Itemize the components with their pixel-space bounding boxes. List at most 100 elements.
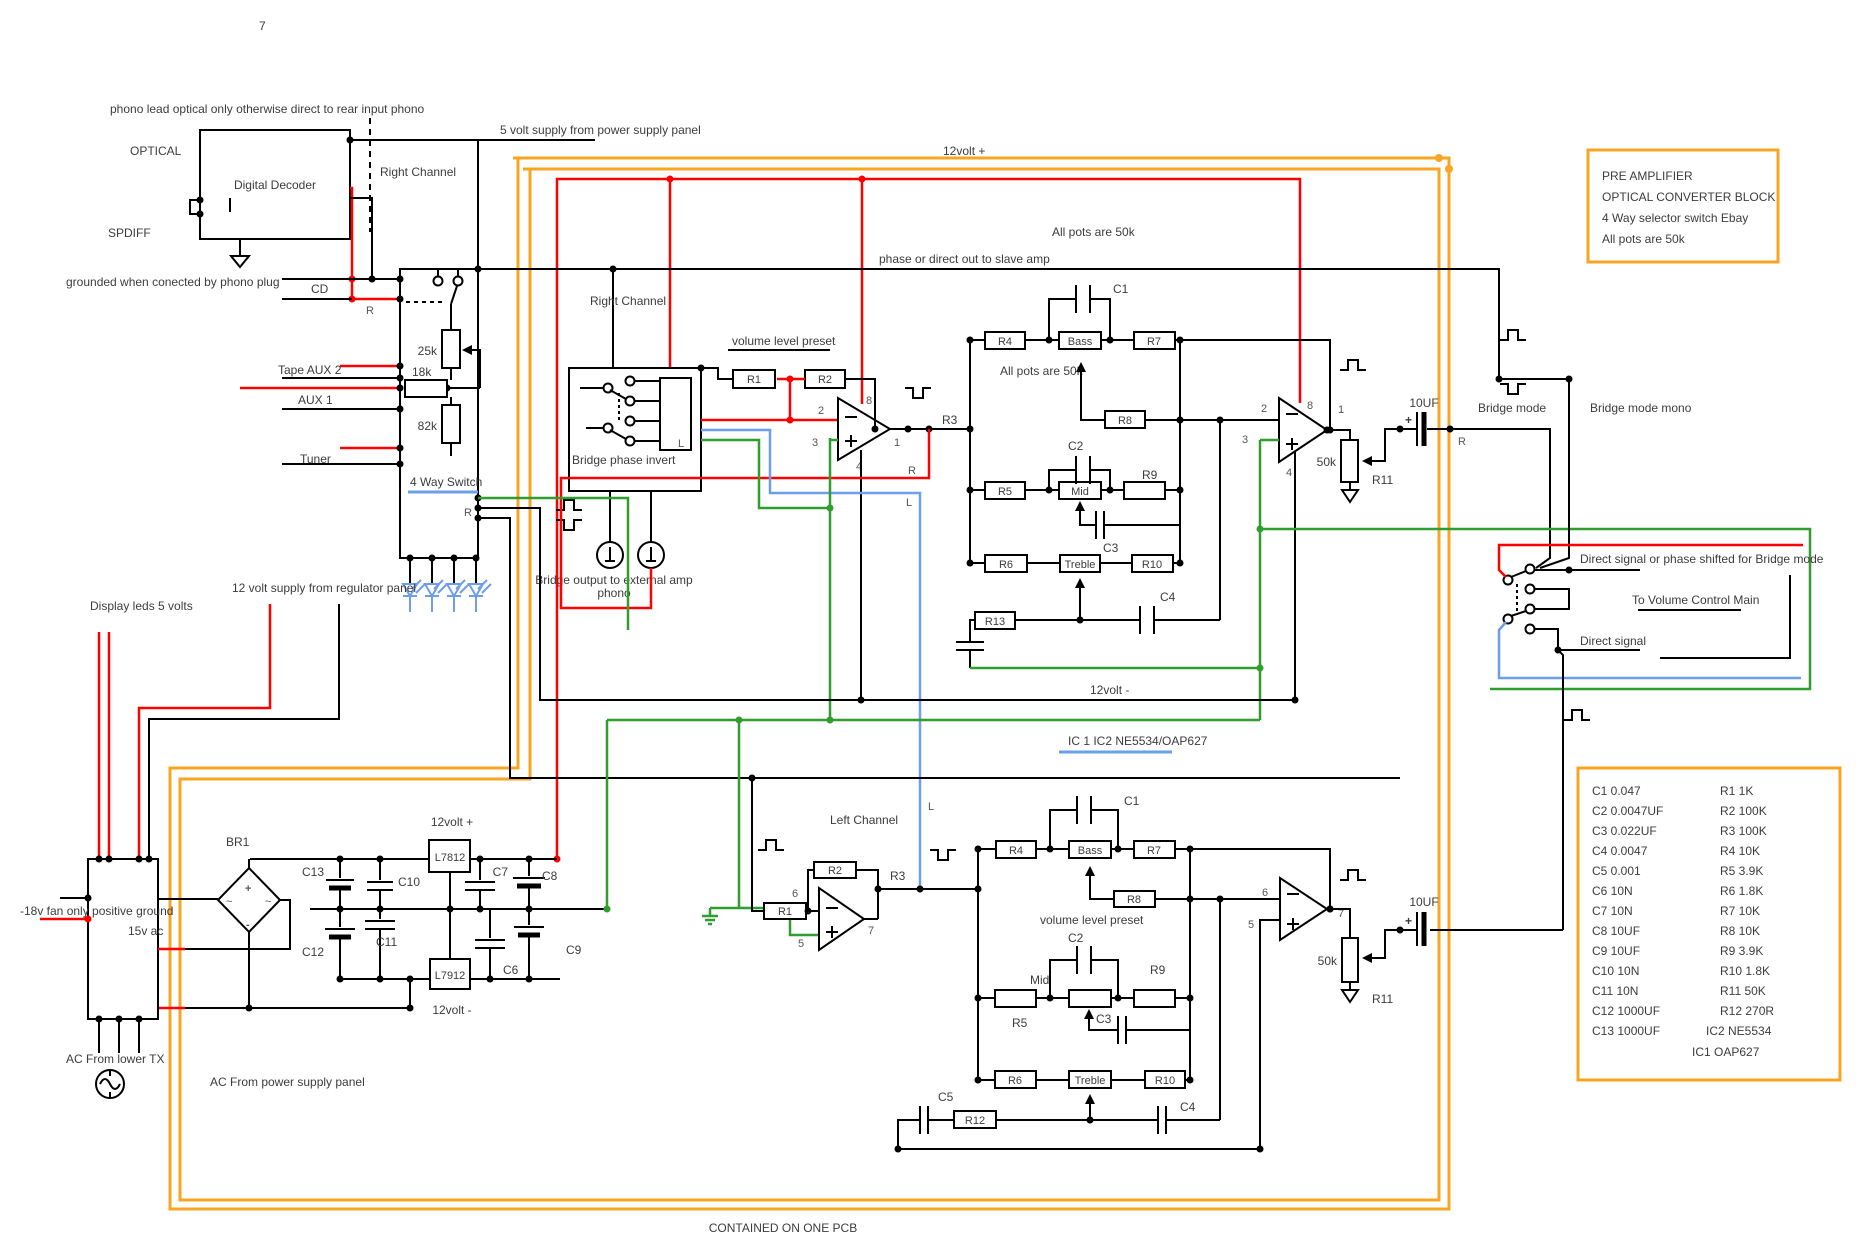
svg-text:4: 4 (856, 461, 862, 473)
svg-text:R7 10K: R7 10K (1720, 904, 1760, 918)
ac-connector-box (87, 858, 159, 1020)
svg-text:Bass: Bass (1068, 336, 1093, 348)
svg-text:R1: R1 (778, 906, 792, 918)
display-led (401, 558, 492, 612)
info-box: PRE AMPLIFIER OPTICAL CONVERTER BLOCK 4 … (1586, 148, 1780, 264)
svg-text:8: 8 (1307, 400, 1313, 412)
digital-decoder-title: Digital Decoder (234, 178, 316, 192)
svg-text:R5: R5 (1012, 1016, 1028, 1030)
svg-text:R9: R9 (1142, 468, 1158, 482)
right-channel-output: 2 3 8 1 4 50k 10UF + R R11 (1242, 359, 1551, 720)
rc-opamp1 (837, 396, 892, 462)
svg-text:R5: R5 (998, 486, 1012, 498)
svg-text:R10 1.8K: R10 1.8K (1720, 964, 1770, 978)
svg-text:OPTICAL CONVERTER BLOCK: OPTICAL CONVERTER BLOCK (1602, 190, 1775, 204)
lc-l-in: L (928, 801, 934, 813)
svg-text:R: R (1458, 436, 1466, 448)
svg-text:R2: R2 (818, 374, 832, 386)
svg-text:10UF: 10UF (1409, 396, 1438, 410)
rc-r1 (732, 369, 776, 389)
svg-text:6: 6 (792, 888, 798, 900)
svg-text:R2 100K: R2 100K (1720, 804, 1767, 818)
svg-text:C4: C4 (1160, 590, 1176, 604)
four-way-title: 4 Way Switch (410, 475, 482, 489)
svg-text:R12: R12 (965, 1115, 985, 1127)
svg-text:R9 3.9K: R9 3.9K (1720, 944, 1763, 958)
svg-text:C3: C3 (1096, 1012, 1112, 1026)
parts-list: C1 0.047 C2 0.0047UF C3 0.022UF C4 0.004… (1576, 766, 1842, 1082)
svg-text:BR1: BR1 (226, 835, 250, 849)
svg-text:C2 0.0047UF: C2 0.0047UF (1592, 804, 1663, 818)
optical-label: OPTICAL (130, 144, 182, 158)
svg-text:1: 1 (894, 437, 900, 449)
svg-text:+: + (1405, 413, 1412, 427)
rotary-contact (452, 275, 464, 287)
bridge-l-label: L (678, 438, 684, 450)
svg-text:~: ~ (265, 896, 271, 908)
svg-text:AC From power supply panel: AC From power supply panel (210, 1075, 365, 1089)
grounded-note: grounded when conected by phono plug (66, 275, 280, 289)
svg-text:AC From lower TX: AC From lower TX (66, 1052, 164, 1066)
svg-text:Bass: Bass (1078, 845, 1103, 857)
svg-text:Treble: Treble (1075, 1075, 1106, 1087)
r82k-label: 82k (418, 419, 438, 433)
svg-text:R7: R7 (1147, 845, 1161, 857)
svg-text:~: ~ (226, 896, 232, 908)
svg-text:5: 5 (798, 938, 804, 950)
svg-text:C4 0.0047: C4 0.0047 (1592, 844, 1648, 858)
svg-text:Left Channel: Left Channel (830, 813, 898, 827)
svg-text:R8 10K: R8 10K (1720, 924, 1760, 938)
rc-l-sig: L (906, 497, 912, 509)
svg-text:C12 1000UF: C12 1000UF (1592, 1004, 1660, 1018)
svg-text:6: 6 (1262, 887, 1268, 899)
rc-r-sig: R (908, 465, 916, 477)
svg-text:2: 2 (1261, 403, 1267, 415)
red-supply-wires (553, 175, 1302, 863)
bridge-phase-invert-section: Bridge phase invert L Bridge output to e… (535, 364, 733, 600)
svg-text:C2: C2 (1068, 439, 1084, 453)
svg-text:R4 10K: R4 10K (1720, 844, 1760, 858)
svg-text:C9: C9 (566, 943, 582, 957)
svg-text:R9: R9 (1150, 963, 1166, 977)
svg-text:15v ac: 15v ac (128, 924, 163, 938)
resistor-82k (441, 404, 461, 444)
svg-text:R11 50K: R11 50K (1720, 984, 1766, 998)
bridge-out-note2: phono (597, 586, 631, 600)
svg-text:12volt +: 12volt + (431, 815, 473, 829)
svg-text:+: + (245, 883, 251, 895)
reg12-note: 12 volt supply from regulator panel (232, 581, 416, 595)
svg-text:R6: R6 (999, 559, 1013, 571)
svg-text:Direct signal or phase shifted: Direct signal or phase shifted for Bridg… (1580, 552, 1824, 566)
right-channel-top-label: Right Channel (380, 165, 456, 179)
left-channel-input: Left Channel L R1 R2 6 5 7 R3 (751, 778, 978, 952)
svg-text:R1 1K: R1 1K (1720, 784, 1753, 798)
svg-text:8: 8 (866, 395, 872, 407)
phono-note: phono lead optical only otherwise direct… (110, 102, 425, 116)
svg-text:R5 3.9K: R5 3.9K (1720, 864, 1763, 878)
svg-text:7: 7 (868, 925, 874, 937)
svg-text:R1: R1 (747, 374, 761, 386)
selector-box (399, 268, 479, 559)
svg-text:R12 270R: R12 270R (1720, 1004, 1774, 1018)
svg-text:C11 10N: C11 10N (1592, 984, 1638, 998)
svg-text:5: 5 (1248, 919, 1254, 931)
svg-text:Bridge mode: Bridge mode (1478, 401, 1546, 415)
svg-text:C6: C6 (503, 963, 519, 977)
left-channel-output: 6 5 7 50k 10UF + R11 (1248, 869, 1439, 1006)
rc-preset: volume level preset (732, 334, 836, 348)
cd-label: CD (311, 282, 329, 296)
rotary-contact (432, 275, 444, 287)
svg-text:2: 2 (818, 405, 824, 417)
svg-text:R4: R4 (998, 336, 1012, 348)
svg-text:R7: R7 (1147, 336, 1161, 348)
svg-text:R4: R4 (1009, 845, 1023, 857)
contained-note: CONTAINED ON ONE PCB (709, 1221, 857, 1235)
svg-text:C1 0.047: C1 0.047 (1592, 784, 1641, 798)
svg-text:R10: R10 (1142, 559, 1162, 571)
svg-text:volume level preset: volume level preset (1040, 913, 1144, 927)
svg-text:C8 10UF: C8 10UF (1592, 924, 1640, 938)
svg-text:R8: R8 (1118, 415, 1132, 427)
all-pots-top: All pots are 50k (1052, 225, 1136, 239)
tuner-label: Tuner (300, 452, 331, 466)
svg-text:C5 0.001: C5 0.001 (1592, 864, 1641, 878)
